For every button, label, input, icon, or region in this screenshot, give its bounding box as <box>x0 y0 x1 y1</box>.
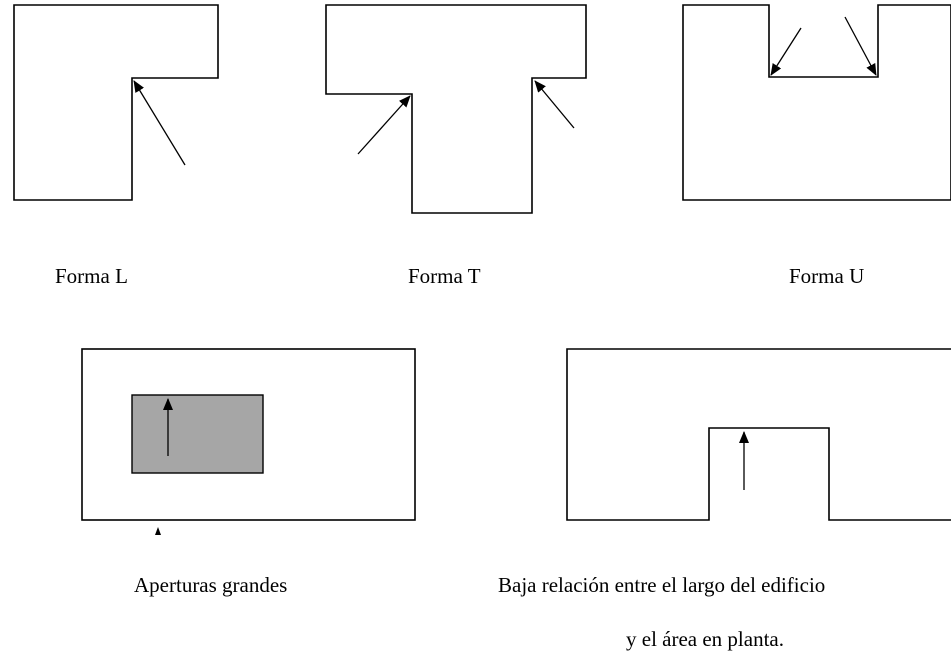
large-opening-area <box>131 394 264 474</box>
large-openings-label: Aperturas grandes <box>134 573 288 597</box>
u-shape-outline <box>682 4 951 201</box>
l-shape-plan <box>13 4 219 201</box>
low-ratio-outline <box>566 348 951 521</box>
shape-l-label: Forma L <box>55 264 128 288</box>
t-shape-outline <box>325 4 587 214</box>
t-shape-plan <box>325 4 587 214</box>
low-ratio-label-line2: y el área en planta. <box>626 627 784 651</box>
low-ratio-label-line1: Baja relación entre el largo del edifici… <box>498 573 826 597</box>
l-shape-arrow <box>133 80 186 166</box>
large-openings-marker <box>155 527 161 535</box>
shape-u-label: Forma U <box>789 264 865 288</box>
large-openings-outline <box>81 348 416 521</box>
u-shape-arrow-right <box>844 16 877 76</box>
low-ratio-plan <box>566 348 951 521</box>
t-shape-arrow-left <box>357 95 411 155</box>
l-shape-outline <box>13 4 219 201</box>
u-shape-plan <box>682 4 951 201</box>
t-shape-arrow-right <box>534 80 575 129</box>
shape-t-label: Forma T <box>408 264 481 288</box>
u-shape-arrow-left <box>770 27 802 76</box>
large-openings-plan <box>81 348 416 535</box>
